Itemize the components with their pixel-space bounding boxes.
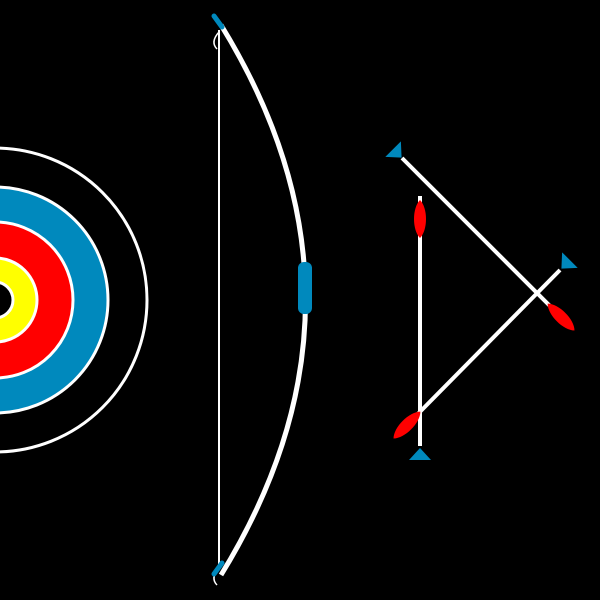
arrow-shaft — [400, 156, 570, 326]
bow-grip — [298, 262, 312, 314]
archery-target-icon — [0, 146, 149, 454]
recurve-bow-icon — [211, 13, 312, 586]
target-ring-yellow — [0, 256, 39, 344]
arrow-fletching — [393, 411, 421, 439]
arrow-point — [385, 141, 402, 158]
bow-tip-bottom — [211, 560, 225, 577]
arrow-icon — [385, 141, 575, 331]
target-center — [0, 281, 15, 319]
arrow-icon — [409, 196, 431, 460]
bow-string-loop-top — [213, 31, 220, 50]
arrow-fletching — [547, 303, 575, 331]
arrows-group — [385, 141, 578, 460]
bow-tip-top — [211, 13, 225, 30]
arrow-icon — [393, 252, 578, 439]
arrow-shaft — [400, 268, 562, 432]
arrow-fletching — [414, 200, 426, 238]
arrow-point — [561, 252, 578, 269]
arrow-point — [409, 448, 431, 460]
